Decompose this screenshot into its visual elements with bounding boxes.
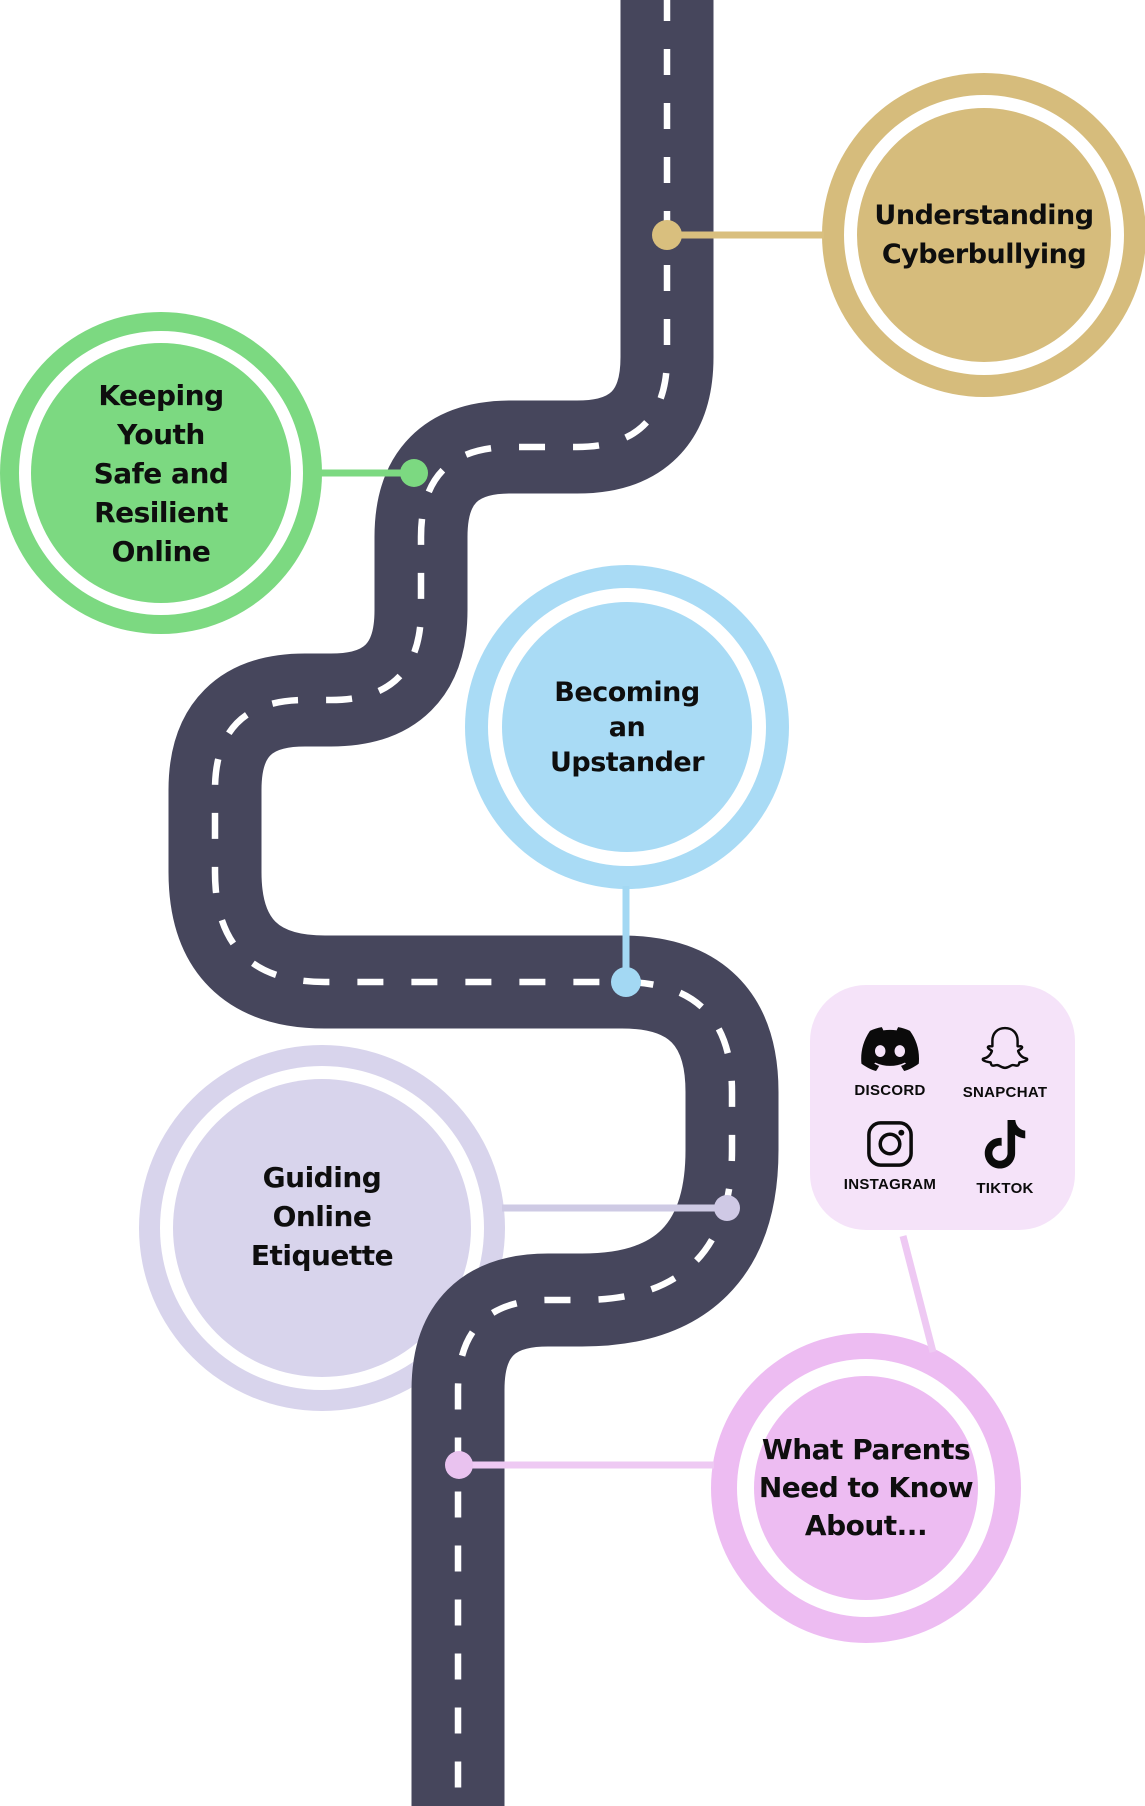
social-platforms-panel: DISCORD SNAPCHAT INSTAGRAM TIKTOK [810, 985, 1075, 1230]
node-disc [857, 108, 1111, 362]
node-guiding-online-etiquette: Guiding Online Etiquette [139, 1045, 505, 1411]
milestone-dot-what-parents [445, 1451, 473, 1479]
panel-item-label: SNAPCHAT [962, 1084, 1048, 1101]
tiktok-icon [984, 1120, 1026, 1169]
panel-item-tiktok: TIKTOK [945, 1116, 1065, 1197]
node-label: What Parents Need to Know About... [758, 1433, 974, 1542]
node-label: Becoming an Upstander [549, 676, 705, 778]
node-becoming-an-upstander: Becoming an Upstander [465, 565, 789, 889]
node-disc [754, 1376, 978, 1600]
instagram-icon [867, 1121, 913, 1167]
node-keeping-youth-safe: Keeping Youth Safe and Resilient Online [0, 312, 322, 634]
road [168, 0, 779, 1806]
node-label: Guiding Online Etiquette [250, 1160, 394, 1272]
milestone-dot-becoming-an-upstander [611, 967, 641, 997]
snapchat-icon [981, 1026, 1029, 1070]
panel-item-discord: DISCORD [830, 1025, 950, 1099]
panel-item-label: TIKTOK [976, 1180, 1034, 1197]
milestone-dot-guiding-online-etiquette [714, 1195, 740, 1221]
panel-item-snapchat: SNAPCHAT [945, 1023, 1065, 1101]
node-label: Understanding Cyberbullying [874, 200, 1094, 270]
panel-item-label: INSTAGRAM [843, 1176, 937, 1193]
connector-panel-to-what-parents [899, 1235, 937, 1353]
panel-item-instagram: INSTAGRAM [830, 1119, 950, 1193]
discord-icon [861, 1027, 920, 1072]
node-what-parents-need-to-know: What Parents Need to Know About... [711, 1333, 1021, 1643]
node-understanding-cyberbullying: Understanding Cyberbullying [822, 73, 1145, 397]
milestone-dot-understanding-cyberbullying [652, 220, 682, 250]
milestone-dot-keeping-youth-safe [400, 459, 428, 487]
road-centerline [211, 0, 736, 1806]
panel-item-label: DISCORD [854, 1082, 926, 1099]
node-label: Keeping Youth Safe and Resilient Online [93, 378, 229, 568]
